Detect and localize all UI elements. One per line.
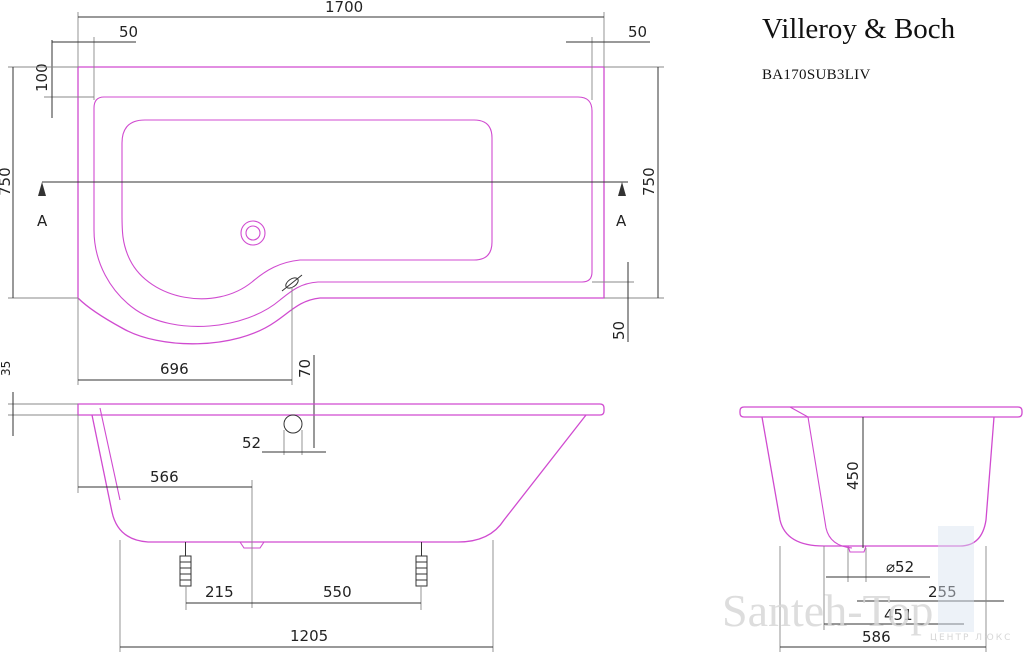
- dim-overall-length: 1700: [325, 0, 363, 16]
- dim-rim-thickness: 35: [0, 361, 13, 376]
- section-label-left: A: [37, 212, 48, 230]
- end-body: [761, 416, 995, 547]
- dim-width-right: 750: [640, 167, 658, 196]
- foot-left: [179, 542, 192, 587]
- dim-left-rim: 50: [119, 23, 138, 41]
- top-basin: [121, 119, 493, 300]
- foot-right: [415, 542, 428, 587]
- end-rim: [739, 406, 1023, 418]
- drain-outer: [240, 220, 266, 246]
- dim-foot-offset: 215: [205, 583, 234, 601]
- watermark-text: Santeh-Top: [722, 585, 933, 636]
- end-inner: [789, 406, 853, 549]
- section-arrow-left: [38, 182, 46, 196]
- watermark-logo-bar: [938, 526, 974, 632]
- dim-base-offset: 451: [884, 606, 913, 624]
- top-inner-rim: [93, 96, 593, 327]
- dim-base-length: 1205: [290, 627, 328, 645]
- end-drain: [847, 545, 867, 553]
- model-code: BA170SUB3LIV: [762, 67, 871, 83]
- dim-drain-offset-end: 255: [928, 583, 957, 601]
- dim-overflow-diameter: 52: [242, 434, 261, 452]
- brand-name: Villeroy & Boch: [762, 13, 956, 45]
- overflow-line: [281, 274, 303, 292]
- side-body: [91, 414, 587, 543]
- side-rim: [77, 403, 605, 416]
- side-inner-wall: [99, 407, 121, 501]
- section-arrow-right: [618, 182, 626, 196]
- top-outer-outline: [77, 66, 605, 345]
- watermark-subtext: ЦЕНТР ЛЮКС: [930, 633, 1012, 643]
- top-view: A A 1700 50 50 100 750 750 50: [0, 0, 664, 448]
- dim-foot-spacing: 550: [323, 583, 352, 601]
- dim-curve-length: 696: [160, 360, 189, 378]
- dim-step-depth: 50: [610, 321, 628, 340]
- dim-base-width: 586: [862, 628, 891, 646]
- side-overflow: [283, 414, 303, 434]
- dim-rim-depth: 100: [33, 63, 51, 92]
- dim-overflow-offset: 70: [296, 359, 314, 378]
- dim-drain-diameter: ⌀52: [886, 558, 914, 576]
- dim-width-left: 750: [0, 167, 14, 196]
- section-label-right: A: [616, 212, 627, 230]
- watermark: Santeh-Top ЦЕНТР ЛЮКС: [722, 526, 1012, 643]
- dim-right-rim: 50: [628, 23, 647, 41]
- dim-depth: 450: [844, 461, 862, 490]
- drain-inner: [245, 225, 261, 241]
- side-view: 35 52 566 215: [0, 361, 605, 652]
- end-view: 450 ⌀52 255 451 586: [739, 406, 1023, 652]
- dim-drain-offset: 566: [150, 468, 179, 486]
